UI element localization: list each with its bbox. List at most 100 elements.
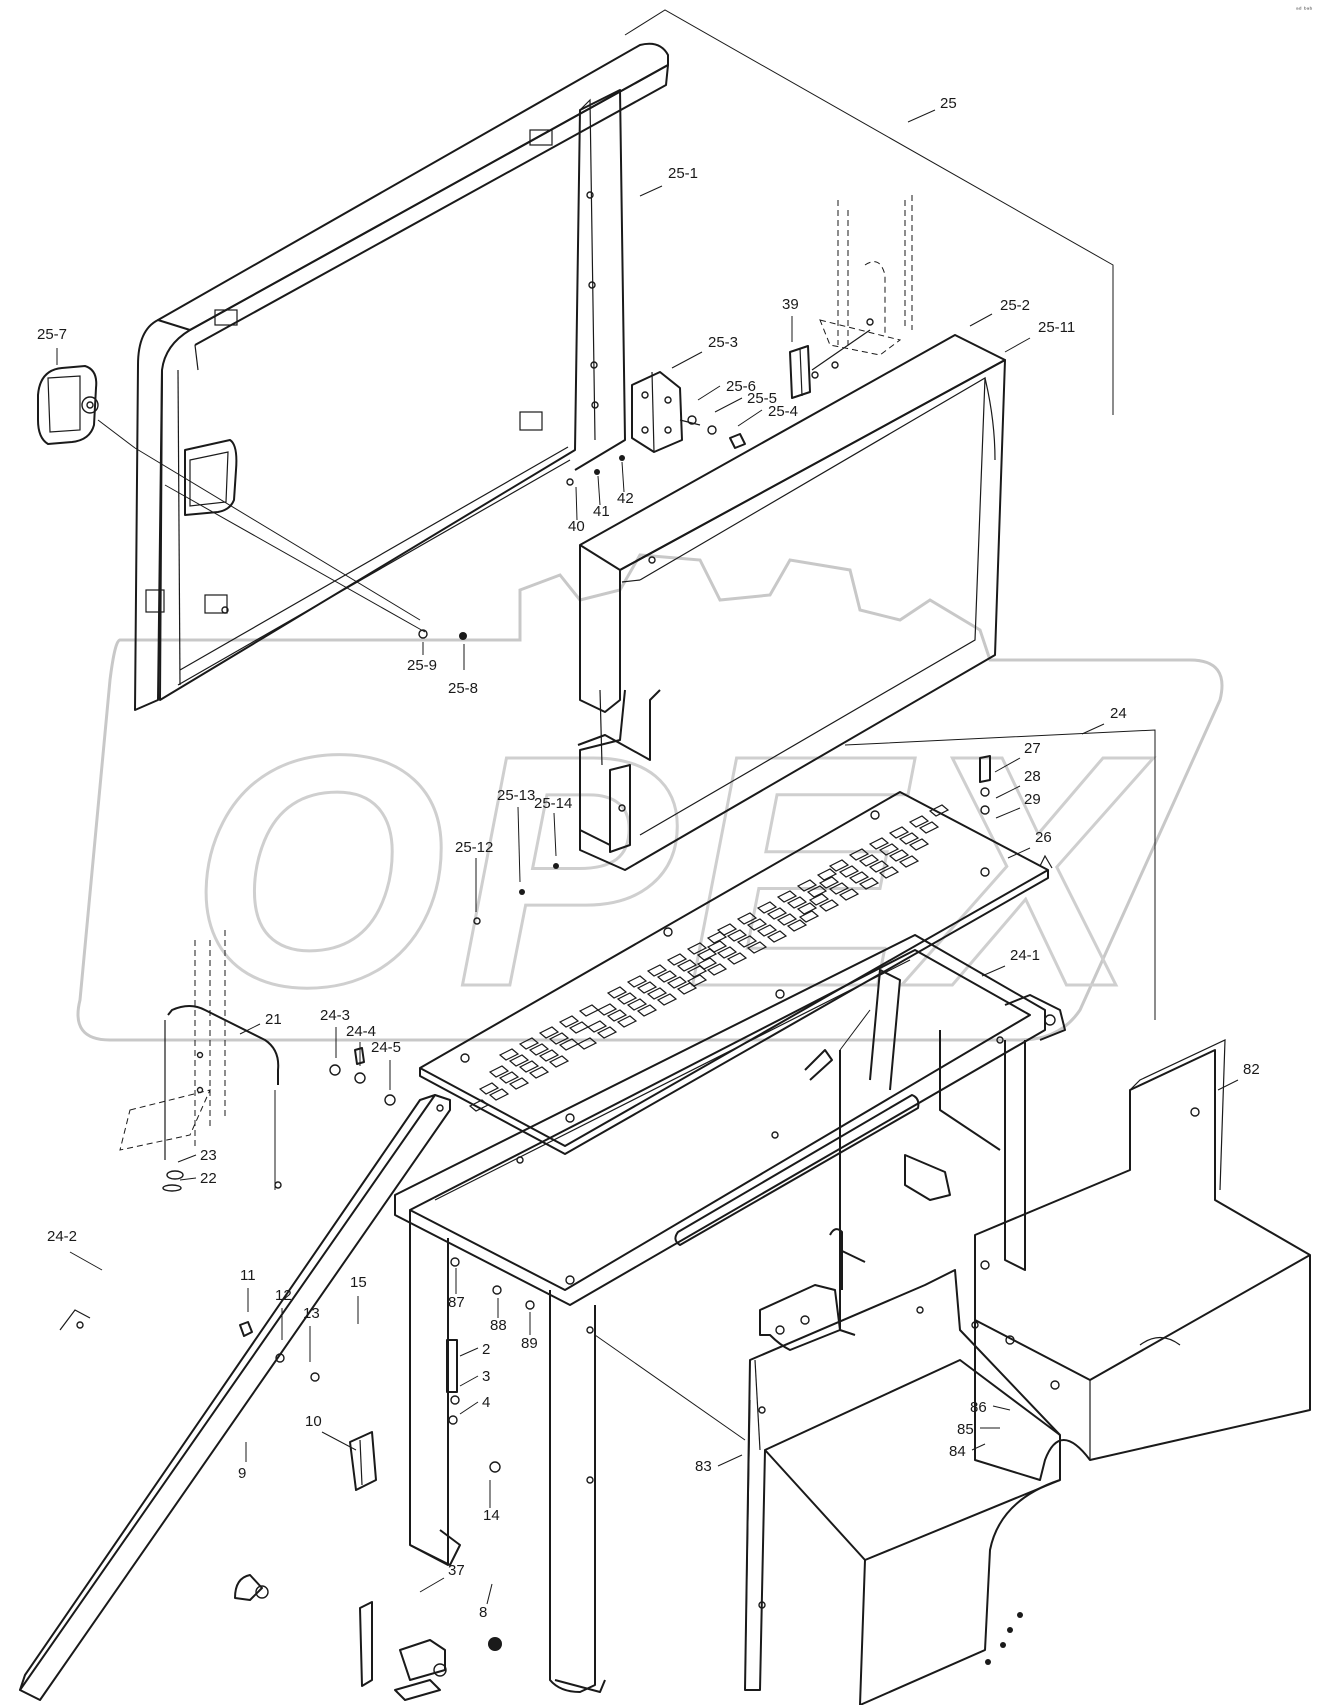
vent-square [498, 1071, 520, 1084]
callout-leader [459, 1401, 479, 1415]
vent-square [528, 1066, 550, 1079]
vent-square [878, 843, 900, 856]
vent-square [696, 957, 718, 970]
callout-leader [971, 1443, 986, 1451]
callout-label: 83 [695, 1458, 712, 1475]
vent-square [908, 815, 930, 828]
callout-label: 88 [490, 1317, 507, 1334]
vent-square [508, 1054, 530, 1067]
callout-25-13: 25-13 [497, 787, 535, 883]
callout-10: 10 [305, 1413, 357, 1451]
callout-label: 89 [521, 1335, 538, 1352]
callout-82: 82 [1217, 1061, 1260, 1091]
vent-square [656, 993, 678, 1006]
vent-square [858, 854, 880, 867]
callout-25: 25 [907, 95, 957, 123]
vent-square [726, 952, 748, 965]
callout-label: 22 [200, 1170, 217, 1187]
callout-leader [737, 409, 763, 427]
vent-square [646, 964, 668, 977]
assembly-lines [134, 9, 1156, 1441]
cover-82 [974, 1039, 1311, 1481]
vent-square [706, 940, 728, 953]
callout-leader [639, 185, 663, 197]
vent-square [716, 946, 738, 959]
callout-label: 23 [200, 1147, 217, 1164]
vent-square [706, 931, 728, 944]
bracket-39 [789, 195, 913, 399]
callout-label: 29 [1024, 791, 1041, 808]
vent-square [596, 1026, 618, 1039]
vent-square [776, 890, 798, 903]
callout-label: 24-3 [320, 1007, 350, 1024]
callout-85: 85 [957, 1421, 1000, 1438]
vent-square [508, 1077, 530, 1090]
callout-label: 41 [593, 503, 610, 520]
vent-square [928, 804, 950, 817]
vent-square [888, 849, 910, 862]
vent-square [656, 970, 678, 983]
vent-squares [468, 804, 950, 1112]
callout-22: 22 [179, 1170, 217, 1187]
vent-square [676, 959, 698, 972]
vent-square [666, 953, 688, 966]
callout-8: 8 [479, 1583, 493, 1621]
vent-square [576, 1037, 598, 1050]
pipe-21 [119, 930, 280, 1192]
callout-84: 84 [949, 1443, 986, 1460]
vent-square [498, 1048, 520, 1061]
callout-25-4: 25-4 [737, 403, 798, 427]
rail-24-2 [19, 1094, 451, 1701]
vent-square [468, 1099, 490, 1112]
vent-square [908, 838, 930, 851]
callout-25-11: 25-11 [1004, 319, 1075, 353]
vent-square [808, 893, 830, 906]
vent-square [918, 821, 940, 834]
callout-leader [239, 1023, 261, 1035]
callout-label: 42 [617, 490, 634, 507]
callout-leader [459, 1347, 479, 1357]
callout-87: 87 [448, 1268, 465, 1311]
vent-square [746, 941, 768, 954]
callout-label: 9 [238, 1465, 246, 1482]
callout-leader [1081, 723, 1105, 735]
callout-label: 25-3 [708, 334, 738, 351]
callout-label: 24-2 [47, 1228, 77, 1245]
callout-23: 23 [177, 1147, 217, 1164]
callout-24: 24 [1081, 705, 1127, 735]
vent-square [838, 865, 860, 878]
callout-label: 25-8 [448, 680, 478, 697]
callout-leader [553, 812, 557, 857]
callout-leader [459, 1375, 479, 1387]
callout-label: 84 [949, 1443, 966, 1460]
callout-label: 37 [448, 1562, 465, 1579]
callout-25-12: 25-12 [455, 839, 493, 912]
callout-label: 25-12 [455, 839, 493, 856]
callout-leader [69, 1251, 103, 1271]
callout-label: 82 [1243, 1061, 1260, 1078]
callout-label: 25-1 [668, 165, 698, 182]
vent-square [488, 1088, 510, 1101]
callout-label: 25-9 [407, 657, 437, 674]
callout-24-3: 24-3 [320, 1007, 350, 1058]
vent-square [686, 942, 708, 955]
callout-label: 21 [265, 1011, 282, 1028]
callout-label: 8 [479, 1604, 487, 1621]
vent-square [766, 907, 788, 920]
callout-40: 40 [568, 486, 585, 535]
vent-square [686, 974, 708, 987]
vent-square [786, 919, 808, 932]
callout-label: 12 [275, 1287, 292, 1304]
callout-leader [597, 475, 601, 506]
callout-leader [995, 785, 1021, 799]
vent-square [736, 912, 758, 925]
callout-24-4: 24-4 [346, 1023, 376, 1066]
vent-square [606, 1009, 628, 1022]
lock-25-7 [37, 365, 136, 449]
callout-25-2: 25-2 [969, 297, 1030, 327]
vent-square [538, 1049, 560, 1062]
callout-label: 27 [1024, 740, 1041, 757]
callout-leader [717, 1454, 743, 1467]
callout-leader [969, 313, 993, 327]
vent-square [558, 1015, 580, 1028]
